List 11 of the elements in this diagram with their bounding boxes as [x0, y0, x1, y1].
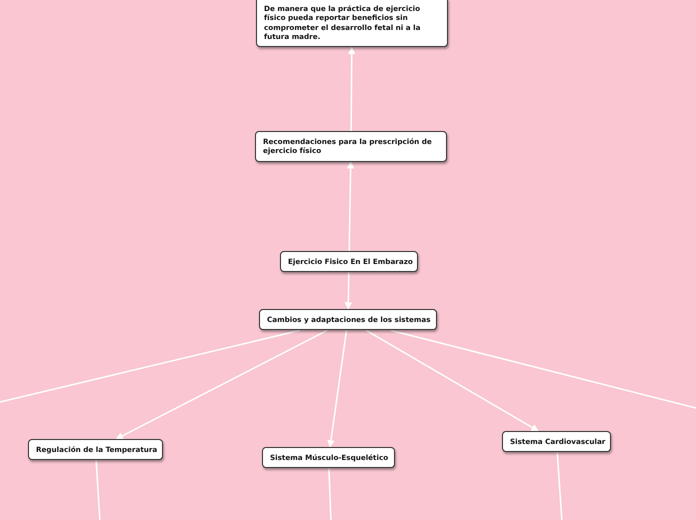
connector-line [0, 330, 300, 403]
arrow [348, 46, 356, 131]
arrow [327, 330, 348, 448]
connector-line [95, 460, 101, 520]
connector-line [390, 330, 696, 409]
arrow [346, 160, 354, 252]
arrow [344, 272, 352, 310]
connector-line [328, 468, 332, 520]
connector-line [556, 452, 563, 520]
arrow [366, 330, 539, 432]
arrow [116, 330, 328, 440]
